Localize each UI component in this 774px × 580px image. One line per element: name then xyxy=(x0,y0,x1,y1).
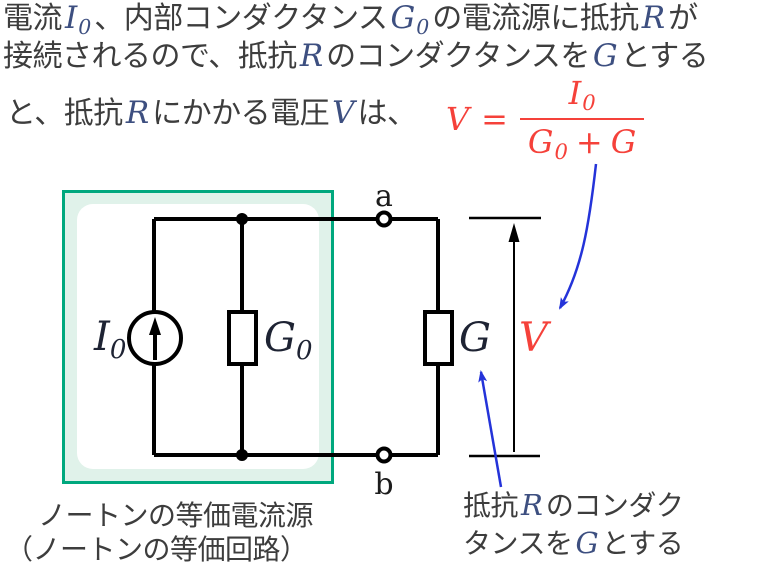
math-i0: I0 xyxy=(62,0,94,39)
math-r: R xyxy=(521,488,543,522)
intro-text: 、内部コンダクタンス xyxy=(94,2,388,35)
intro-text: 電流 xyxy=(3,2,63,35)
math-base: G xyxy=(527,122,554,161)
math-v: V xyxy=(332,95,355,131)
caption-text: のコンダク xyxy=(545,490,684,521)
junction-dot-bottom xyxy=(236,449,248,461)
norton-box-inner xyxy=(77,204,319,469)
conductance-g-box xyxy=(423,310,454,366)
terminal-a-circle xyxy=(375,210,393,228)
voltage-formula: V = I0 G0+G xyxy=(446,74,645,164)
intro-text: にかかる電圧 xyxy=(152,97,330,130)
intro-text: とする xyxy=(620,40,709,73)
formula-equals: = xyxy=(481,99,508,138)
plus-sign: + xyxy=(575,122,603,161)
current-source-arrow-head xyxy=(149,317,161,335)
g-label: G xyxy=(459,315,491,361)
math-base: I xyxy=(65,0,78,36)
g0-label: G0 xyxy=(264,315,313,366)
math-r: R xyxy=(125,95,150,131)
norton-caption-line-2: （ノートンの等価回路） xyxy=(5,534,308,565)
math-g: G xyxy=(575,526,599,560)
conductance-g0-box xyxy=(227,310,258,366)
math-sub: 0 xyxy=(582,89,596,115)
math-r: R xyxy=(641,0,666,36)
formula-numerator: I0 xyxy=(563,74,602,118)
intro-text: と、抵抗 xyxy=(6,97,123,130)
math-g0: G0 xyxy=(387,0,432,39)
math-sub: 0 xyxy=(554,138,568,164)
intro-text: のコンダクタンスを xyxy=(326,40,590,73)
source-current-label: I0 xyxy=(93,314,126,365)
caption-text: とする xyxy=(601,528,684,559)
v-label: V xyxy=(519,315,552,361)
formula-to-v-arrow xyxy=(558,163,598,310)
math-g: G xyxy=(592,38,618,74)
junction-dot-top xyxy=(236,213,248,225)
math-r: R xyxy=(299,38,324,74)
terminal-b-label: b xyxy=(374,467,393,502)
voltage-arrow-head xyxy=(508,223,520,242)
intro-text: 接続されるので、抵抗 xyxy=(3,40,297,73)
terminal-b-circle xyxy=(375,446,393,464)
formula-lhs: V xyxy=(446,99,470,138)
terminal-a-label: a xyxy=(375,179,393,214)
math-sub: 0 xyxy=(78,14,92,39)
math-sub: 0 xyxy=(416,14,430,39)
formula-fraction: I0 G0+G xyxy=(519,74,645,164)
intro-text: の電流源に抵抗 xyxy=(432,2,639,35)
formula-denominator: G0+G xyxy=(519,117,645,164)
caption-text: タンスを xyxy=(463,528,573,559)
intro-text: が xyxy=(668,2,698,35)
caption-text: 抵抗 xyxy=(463,490,519,521)
norton-caption-line-1: ノートンの等価電流源 xyxy=(38,500,314,531)
intro-text: は、 xyxy=(357,97,418,130)
math-base: G xyxy=(610,122,637,161)
math-base: I xyxy=(568,74,582,112)
caption-to-g-arrow xyxy=(478,370,503,488)
math-base: G xyxy=(390,0,416,36)
